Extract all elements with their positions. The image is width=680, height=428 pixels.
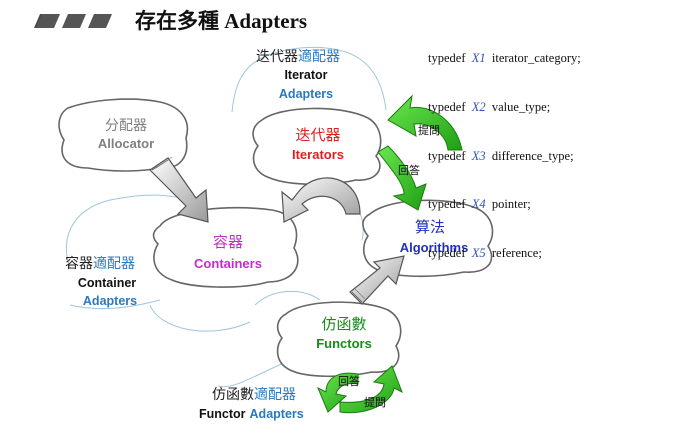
- ask-label-bottom: 提問: [364, 396, 386, 409]
- algorithms-label-en: Algorithms: [400, 240, 469, 255]
- container-adapters-en-b: Adapters: [83, 294, 137, 308]
- typedef-name: value_type;: [491, 100, 551, 115]
- answer-label-bottom: 回答: [338, 374, 360, 388]
- title-bullets: [34, 14, 112, 28]
- typedef-param: X3: [471, 148, 486, 163]
- iterator-adapters-zh-b: 適配器: [298, 48, 340, 64]
- typedef-name: difference_type;: [491, 148, 574, 163]
- iterator-adapters-en-a: Iterator: [284, 68, 327, 82]
- functor-adapters-zh-a: 仿函數: [212, 386, 254, 402]
- container-adapters-en-a: Container: [78, 276, 136, 290]
- typedef-row: typedef X5 reference;: [428, 245, 581, 261]
- typedef-param: X5: [471, 245, 486, 260]
- functors-label-en: Functors: [316, 336, 372, 351]
- iterators-to-containers-arrow: [281, 177, 361, 223]
- typedef-row: typedef X3 difference_type;: [428, 148, 581, 164]
- typedef-name: iterator_category;: [491, 51, 581, 66]
- iterator-adapters-en-b: Adapters: [279, 87, 333, 101]
- ask-arrow-top: [387, 94, 463, 151]
- containers-label-zh: 容器: [213, 234, 243, 251]
- iterators-cloud: [252, 107, 382, 186]
- typedef-keyword: typedef: [428, 100, 466, 115]
- answer-arrow-bottom: [317, 372, 359, 413]
- functor-adapters-en-a: Functor: [199, 407, 246, 421]
- ask-arrow-bottom: [339, 365, 403, 414]
- typedef-list: typedef X1 iterator_category; typedef X2…: [428, 18, 581, 293]
- containers-label-en: Containers: [194, 256, 262, 271]
- typedef-name: reference;: [491, 245, 542, 260]
- iterators-label-en: Iterators: [292, 147, 344, 162]
- iterator-adapters-zh-a: 迭代器: [256, 48, 298, 64]
- functors-cloud: [276, 301, 402, 378]
- page-title: 存在多種 Adapters: [135, 9, 307, 33]
- allocator-label-en: Allocator: [98, 136, 154, 151]
- functors-label-zh: 仿函數: [321, 316, 366, 333]
- allocator-label-zh: 分配器: [105, 117, 147, 133]
- answer-label-top: 回答: [398, 163, 420, 177]
- containers-cloud: [152, 206, 299, 288]
- iterators-label-zh: 迭代器: [295, 127, 340, 144]
- algorithms-label-zh: 算法: [415, 218, 445, 236]
- typedef-param: X1: [471, 51, 486, 66]
- container-adapters-zh-b: 適配器: [93, 255, 135, 271]
- typedef-keyword: typedef: [428, 148, 466, 163]
- answer-arrow-top: [377, 145, 427, 211]
- container-adapters-zh-a: 容器: [65, 255, 93, 271]
- functor-adapters-title: 仿函數適配器: [212, 386, 296, 402]
- functor-adapters-zh-b: 適配器: [254, 386, 296, 402]
- typedef-keyword: typedef: [428, 245, 466, 260]
- typedef-row: typedef X4 pointer;: [428, 196, 581, 212]
- iterator-adapters-title: 迭代器適配器: [256, 48, 340, 64]
- typedef-param: X2: [471, 100, 486, 115]
- typedef-row: typedef X1 iterator_category;: [428, 50, 581, 66]
- typedef-param: X4: [471, 197, 486, 212]
- typedef-name: pointer;: [491, 197, 531, 212]
- functor-adapters-en: Functor Adapters: [199, 407, 304, 421]
- typedef-keyword: typedef: [428, 51, 466, 66]
- typedef-row: typedef X2 value_type;: [428, 99, 581, 115]
- ask-label-top: 提問: [418, 124, 440, 137]
- typedef-keyword: typedef: [428, 197, 466, 212]
- functor-adapters-en-b: Adapters: [250, 407, 304, 421]
- allocator-to-containers-arrow: [149, 156, 209, 223]
- functors-to-algorithms-arrow: [349, 255, 405, 305]
- container-adapters-title: 容器適配器: [65, 255, 135, 271]
